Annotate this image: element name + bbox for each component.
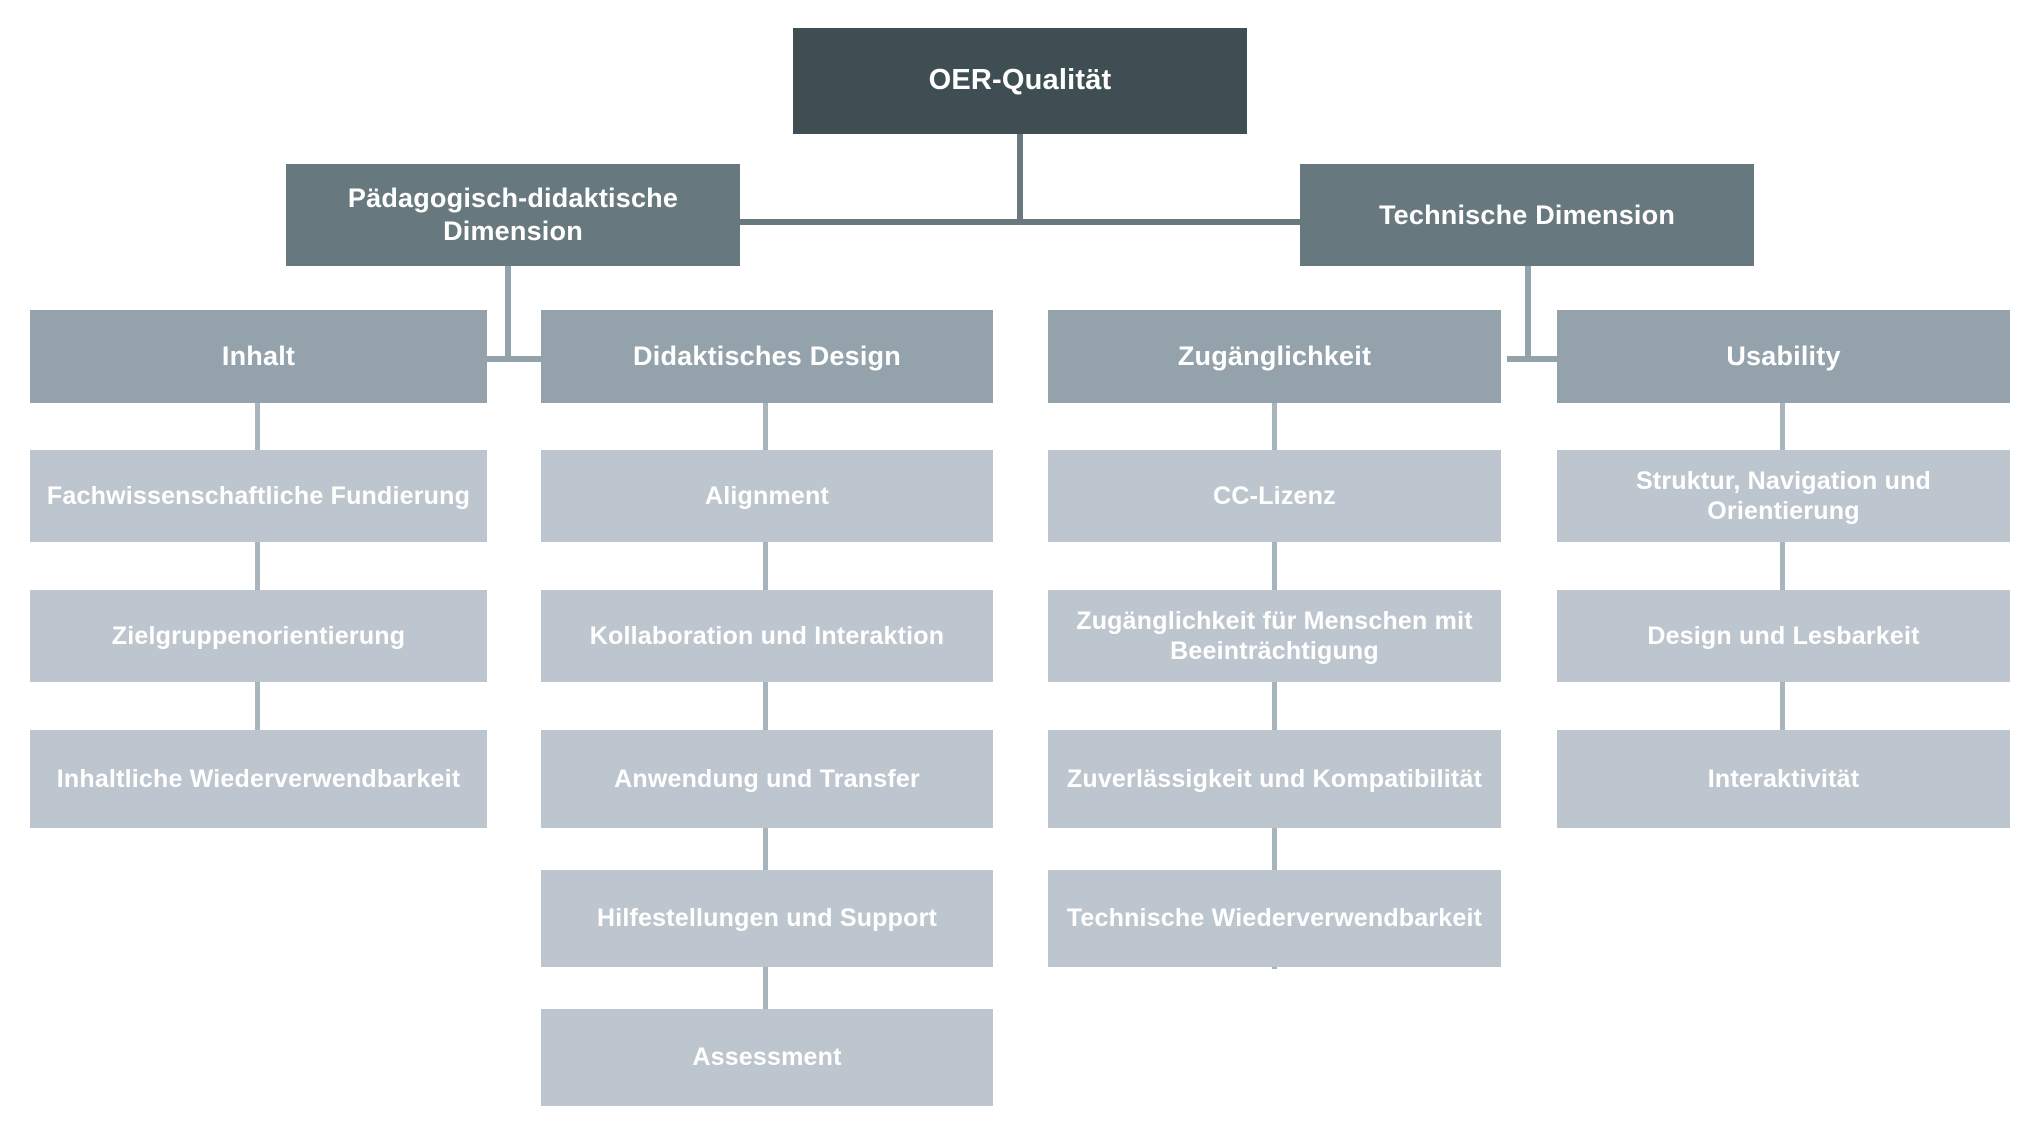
node-leaf-hilfestellungen-und-support[interactable]: Hilfestellungen und Support bbox=[541, 870, 993, 967]
connector-technical-horizontal bbox=[1507, 356, 1567, 362]
node-label: Assessment bbox=[692, 1043, 842, 1072]
node-label: Zugänglichkeit bbox=[1177, 341, 1372, 372]
node-leaf-fachwissenschaftliche-fundierung[interactable]: Fachwissenschaftliche Fundierung bbox=[30, 450, 487, 542]
node-label: Inhaltliche Wiederverwendbarkeit bbox=[56, 764, 461, 793]
node-label: Alignment bbox=[704, 481, 830, 510]
node-leaf-cc-lizenz[interactable]: CC-Lizenz bbox=[1048, 450, 1501, 542]
node-leaf-struktur-navigation-und-orientierung[interactable]: Struktur, Navigation und Orientierung bbox=[1557, 450, 2010, 542]
node-leaf-alignment[interactable]: Alignment bbox=[541, 450, 993, 542]
node-category-inhalt[interactable]: Inhalt bbox=[30, 310, 487, 403]
node-leaf-technische-wiederverwendbarkeit[interactable]: Technische Wiederverwendbarkeit bbox=[1048, 870, 1501, 967]
node-leaf-zuverlaessigkeit-und-kompatibilitaet[interactable]: Zuverlässigkeit und Kompatibilität bbox=[1048, 730, 1501, 828]
node-dimension-paedagogisch-didaktisch[interactable]: Pädagogisch-didaktische Dimension bbox=[286, 164, 740, 266]
connector-dimensions-horizontal bbox=[740, 219, 1300, 225]
node-leaf-design-und-lesbarkeit[interactable]: Design und Lesbarkeit bbox=[1557, 590, 2010, 682]
node-label: Kollaboration und Interaktion bbox=[589, 621, 945, 650]
node-label: Hilfestellungen und Support bbox=[596, 904, 938, 933]
node-label: Pädagogisch-didaktische Dimension bbox=[347, 183, 679, 246]
node-label: Zugänglichkeit für Menschen mit Beeinträ… bbox=[1076, 606, 1473, 666]
node-leaf-kollaboration-und-interaktion[interactable]: Kollaboration und Interaktion bbox=[541, 590, 993, 682]
node-dimension-technisch[interactable]: Technische Dimension bbox=[1300, 164, 1754, 266]
node-category-zugaenglichkeit[interactable]: Zugänglichkeit bbox=[1048, 310, 1501, 403]
connector-pedagogic-horizontal bbox=[487, 356, 547, 362]
node-label: Zuverlässigkeit und Kompatibilität bbox=[1066, 764, 1483, 793]
node-label: OER-Qualität bbox=[928, 64, 1112, 97]
node-leaf-zugaenglichkeit-fuer-menschen-mit-beeintraechtigung[interactable]: Zugänglichkeit für Menschen mit Beeinträ… bbox=[1048, 590, 1501, 682]
node-leaf-zielgruppenorientierung[interactable]: Zielgruppenorientierung bbox=[30, 590, 487, 682]
node-label: Anwendung und Transfer bbox=[614, 764, 920, 793]
connector-pedagogic-vertical bbox=[505, 266, 511, 362]
node-label: Fachwissenschaftliche Fundierung bbox=[46, 481, 471, 510]
node-leaf-assessment[interactable]: Assessment bbox=[541, 1009, 993, 1106]
node-category-didaktisches-design[interactable]: Didaktisches Design bbox=[541, 310, 993, 403]
node-leaf-anwendung-und-transfer[interactable]: Anwendung und Transfer bbox=[541, 730, 993, 828]
node-category-usability[interactable]: Usability bbox=[1557, 310, 2010, 403]
node-label: Zielgruppenorientierung bbox=[111, 621, 406, 650]
node-label: Usability bbox=[1726, 341, 1841, 372]
node-root-oer-qualitaet[interactable]: OER-Qualität bbox=[793, 28, 1247, 134]
connector-column-3-spine bbox=[1272, 403, 1277, 969]
node-label: Technische Dimension bbox=[1378, 199, 1676, 230]
node-leaf-inhaltliche-wiederverwendbarkeit[interactable]: Inhaltliche Wiederverwendbarkeit bbox=[30, 730, 487, 828]
node-label: Design und Lesbarkeit bbox=[1647, 621, 1920, 650]
node-label: Inhalt bbox=[221, 341, 296, 372]
connector-technical-vertical bbox=[1525, 266, 1531, 362]
node-label: CC-Lizenz bbox=[1213, 481, 1336, 510]
node-label: Struktur, Navigation und Orientierung bbox=[1635, 466, 1932, 526]
node-label: Didaktisches Design bbox=[633, 341, 901, 372]
node-label: Interaktivität bbox=[1707, 764, 1860, 793]
connector-root-vertical bbox=[1017, 134, 1023, 222]
node-leaf-interaktivitaet[interactable]: Interaktivität bbox=[1557, 730, 2010, 828]
node-label: Technische Wiederverwendbarkeit bbox=[1066, 904, 1483, 933]
